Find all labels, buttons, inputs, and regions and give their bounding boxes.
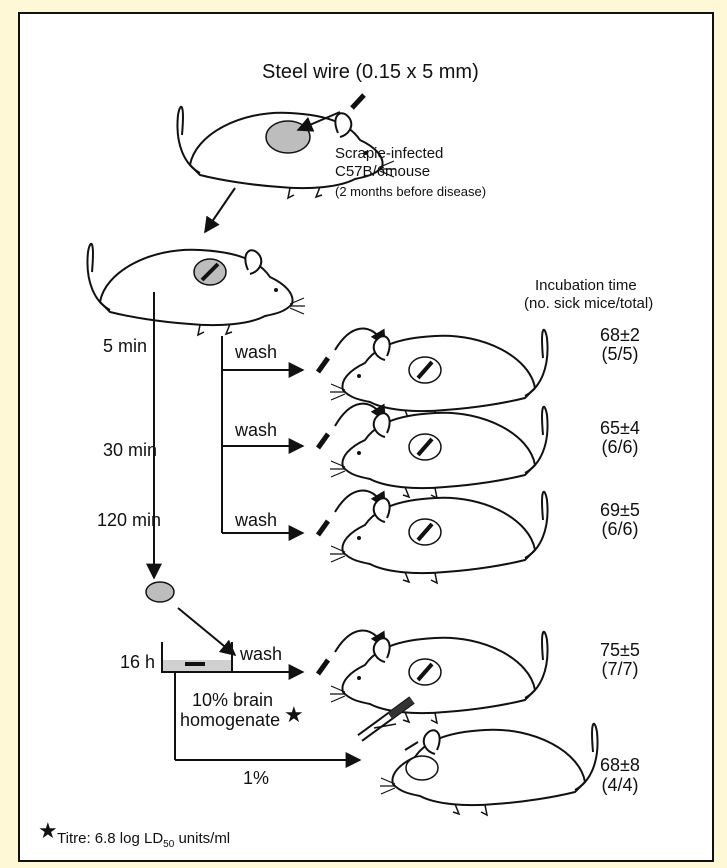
result-4-value: 75±5 <box>590 640 650 660</box>
result-5-value: 68±8 <box>590 755 650 775</box>
recipient-row-2 <box>318 404 548 498</box>
time-120min: 120 min <box>97 510 161 530</box>
wash-label-3: wash <box>235 510 277 530</box>
result-5-ratio: (4/4) <box>590 775 650 795</box>
incubation-header-line2: (no. sick mice/total) <box>524 295 653 313</box>
homogenate-label-line1: 10% brain <box>192 690 273 710</box>
one-percent-label: 1% <box>243 768 269 788</box>
recipient-row-3 <box>318 491 548 583</box>
implanted-mouse <box>87 244 305 335</box>
donor-label-line3: (2 months before disease) <box>335 183 486 201</box>
result-4-ratio: (7/7) <box>590 659 650 679</box>
result-1-value: 68±2 <box>590 325 650 345</box>
donor-label-line2: C57B/6mouse <box>335 163 430 181</box>
homogenate-star: ★ <box>284 705 304 725</box>
time-16h: 16 h <box>120 652 155 672</box>
incubation-header-line1: Incubation time <box>535 277 637 295</box>
wire-label: Steel wire (0.15 x 5 mm) <box>262 62 479 82</box>
time-5min: 5 min <box>103 336 147 356</box>
recipient-row-4 <box>318 631 548 723</box>
footnote-text: Titre: 6.8 log LD50 units/ml <box>57 830 230 854</box>
steel-wire <box>352 95 364 108</box>
result-2-ratio: (6/6) <box>590 437 650 457</box>
homogenate-dish <box>162 642 232 672</box>
brain-icon <box>146 582 174 602</box>
result-2-value: 65±4 <box>590 418 650 438</box>
time-30min: 30 min <box>103 440 157 460</box>
wash-label-4: wash <box>240 644 282 664</box>
recipient-row-5 <box>380 724 598 815</box>
result-3-ratio: (6/6) <box>590 519 650 539</box>
footnote-star: ★ <box>38 819 58 844</box>
wash-label-1: wash <box>235 342 277 362</box>
result-1-ratio: (5/5) <box>590 344 650 364</box>
wash-label-2: wash <box>235 420 277 440</box>
result-3-value: 69±5 <box>590 500 650 520</box>
homogenate-label-line2: homogenate <box>180 710 280 730</box>
donor-label-line1: Scrapie-infected <box>335 145 443 163</box>
